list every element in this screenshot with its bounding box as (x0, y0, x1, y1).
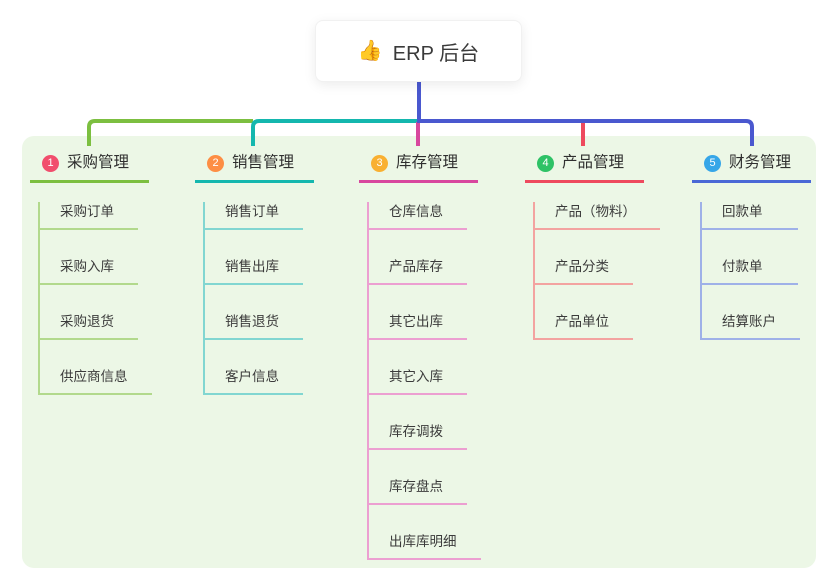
branch-children: 采购订单采购入库采购退货供应商信息 (38, 202, 152, 395)
branch-2: 2 销售管理销售订单销售出库销售退货客户信息 (195, 152, 314, 395)
child-node[interactable]: 销售订单 (205, 202, 303, 230)
child-node[interactable]: 采购订单 (40, 202, 138, 230)
branch-number-badge: 1 (42, 154, 59, 172)
child-node[interactable]: 客户信息 (205, 367, 303, 395)
branch-header-1[interactable]: 1 采购管理 (30, 152, 149, 183)
child-node[interactable]: 产品分类 (535, 257, 633, 285)
branch-children: 仓库信息产品库存其它出库其它入库库存调拨库存盘点出库库明细 (367, 202, 481, 560)
branch-children: 产品（物料） 产品分类产品单位 (533, 202, 660, 340)
child-node[interactable]: 产品单位 (535, 312, 633, 340)
branch-title: 销售管理 (232, 154, 295, 171)
branch-title: 财务管理 (729, 154, 792, 171)
child-node[interactable]: 采购退货 (40, 312, 138, 340)
child-node[interactable]: 销售退货 (205, 312, 303, 340)
branch-4: 4 产品管理产品（物料） 产品分类产品单位 (525, 152, 660, 340)
child-node[interactable]: 供应商信息 (40, 367, 152, 395)
child-node[interactable]: 其它入库 (369, 367, 467, 395)
child-node[interactable]: 出库库明细 (369, 532, 481, 560)
branch-header-4[interactable]: 4 产品管理 (525, 152, 644, 183)
child-node[interactable]: 其它出库 (369, 312, 467, 340)
branch-number-badge: 4 (537, 154, 554, 172)
branch-number-badge: 3 (371, 154, 388, 172)
branch-children: 销售订单销售出库销售退货客户信息 (203, 202, 314, 395)
child-node[interactable]: 库存盘点 (369, 477, 467, 505)
mindmap-background-panel (22, 136, 816, 568)
branch-title: 产品管理 (562, 154, 625, 171)
child-node[interactable]: 产品库存 (369, 257, 467, 285)
child-node[interactable]: 产品（物料） (535, 202, 660, 230)
child-node[interactable]: 仓库信息 (369, 202, 467, 230)
child-node[interactable]: 销售出库 (205, 257, 303, 285)
branch-header-2[interactable]: 2 销售管理 (195, 152, 314, 183)
child-node[interactable]: 回款单 (702, 202, 798, 230)
branch-3: 3 库存管理仓库信息产品库存其它出库其它入库库存调拨库存盘点出库库明细 (359, 152, 481, 560)
child-node[interactable]: 采购入库 (40, 257, 138, 285)
child-node[interactable]: 库存调拨 (369, 422, 467, 450)
branch-title: 库存管理 (396, 154, 459, 171)
branch-header-3[interactable]: 3 库存管理 (359, 152, 478, 183)
branch-number-badge: 5 (704, 154, 721, 172)
root-node-title: ERP 后台 (392, 42, 480, 65)
branch-title: 采购管理 (67, 154, 130, 171)
branch-5: 5 财务管理回款单付款单结算账户 (692, 152, 811, 340)
thumbs-up-icon: 👍 (357, 40, 383, 62)
child-node[interactable]: 付款单 (702, 257, 798, 285)
branch-children: 回款单付款单结算账户 (700, 202, 811, 340)
branch-header-5[interactable]: 5 财务管理 (692, 152, 811, 183)
root-node-erp[interactable]: 👍 ERP 后台 (315, 20, 522, 82)
branch-number-badge: 2 (207, 154, 224, 172)
child-node[interactable]: 结算账户 (702, 312, 800, 340)
branch-1: 1 采购管理采购订单采购入库采购退货供应商信息 (30, 152, 152, 395)
